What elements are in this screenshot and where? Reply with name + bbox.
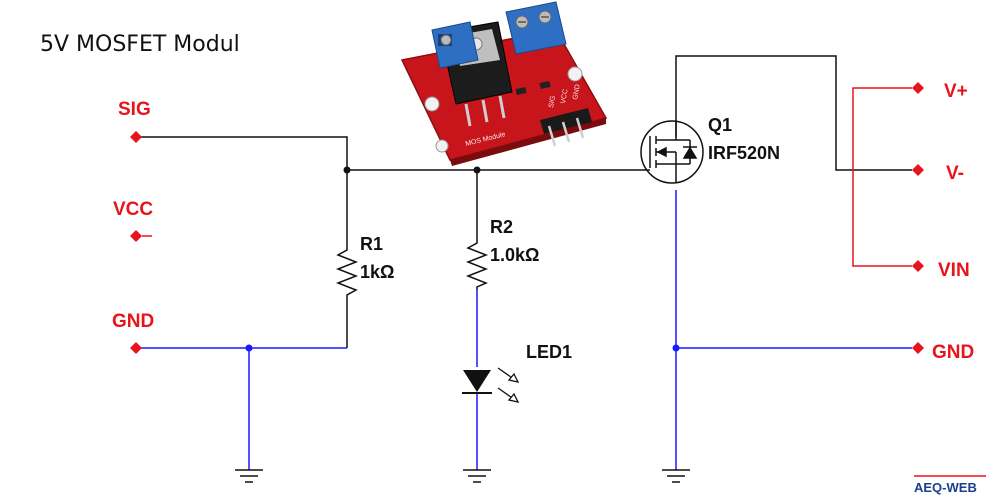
resistor-r2: R2 1.0kΩ xyxy=(465,217,539,290)
pin-gnd-left: GND xyxy=(112,311,154,354)
pin-label-sig: SIG xyxy=(118,99,151,120)
r2-ref: R2 xyxy=(490,217,513,237)
diagram-title: 5V MOSFET Modul xyxy=(40,32,240,57)
board-pin-label: VCC xyxy=(560,89,569,105)
q1-ref: Q1 xyxy=(708,115,732,135)
mounting-hole-icon xyxy=(424,96,440,112)
resistor-r1: R1 1kΩ xyxy=(335,234,394,302)
light-emission-icon xyxy=(497,367,520,403)
watermark: AEQ-WEB xyxy=(914,480,977,495)
wires-red xyxy=(852,87,912,267)
pin-header xyxy=(540,108,592,147)
wires-black xyxy=(138,55,912,348)
screw-terminal xyxy=(505,1,567,55)
board-pin-label: GND xyxy=(572,84,582,101)
pin-vplus: V+ xyxy=(912,81,968,102)
ground-icon xyxy=(662,469,690,483)
pin-label-vminus: V- xyxy=(946,163,964,184)
pin-gnd-right: GND xyxy=(912,342,974,363)
mosfet-q1: Q1 IRF520N xyxy=(640,115,780,184)
junction-dot xyxy=(245,344,253,352)
board-pin-label: SIG xyxy=(548,95,557,108)
pin-vminus: V- xyxy=(912,163,964,184)
pin-sig: SIG xyxy=(118,99,151,143)
r1-value: 1kΩ xyxy=(360,262,394,282)
q1-value: IRF520N xyxy=(708,143,780,163)
pin-vin: VIN xyxy=(912,260,970,281)
ground-icon xyxy=(463,469,491,483)
mounting-hole-icon xyxy=(435,139,449,153)
pin-label-gnd-left: GND xyxy=(112,311,154,332)
led1-ref: LED1 xyxy=(526,342,572,362)
led-symbol: LED1 xyxy=(462,342,572,403)
r1-ref: R1 xyxy=(360,234,383,254)
module-photo: MOS Module SIG VCC GND xyxy=(400,1,608,166)
ground-icon xyxy=(235,469,263,483)
wires-blue xyxy=(138,190,912,470)
r2-value: 1.0kΩ xyxy=(490,245,539,265)
mounting-hole-icon xyxy=(567,66,583,82)
pin-vcc: VCC xyxy=(113,199,153,242)
pin-label-vplus: V+ xyxy=(944,81,968,102)
pin-label-vin: VIN xyxy=(938,260,970,281)
junction-dot xyxy=(343,166,351,174)
pin-label-gnd-right: GND xyxy=(932,342,974,363)
junction-dot xyxy=(473,166,481,174)
pin-label-vcc: VCC xyxy=(113,199,153,220)
screw-terminal xyxy=(431,21,479,69)
junction-dot xyxy=(672,344,680,352)
